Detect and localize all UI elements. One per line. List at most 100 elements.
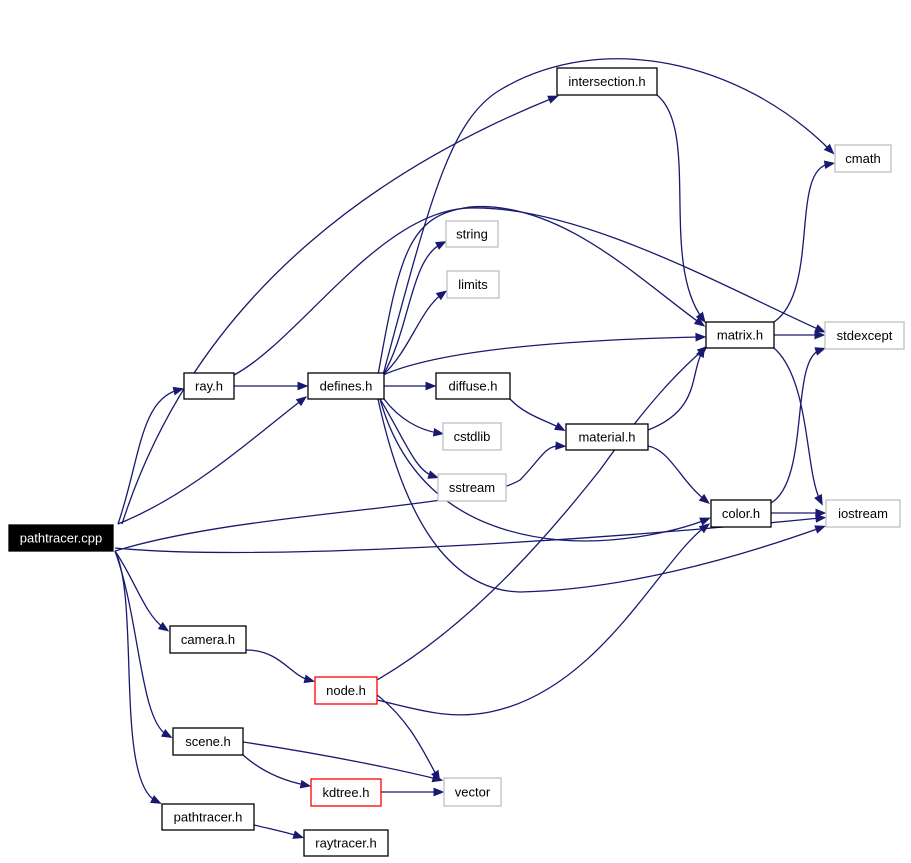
edge-line	[382, 58, 831, 376]
arrowhead	[695, 332, 707, 342]
edge-pathtracer-cpp-to-ray-h	[117, 386, 185, 525]
edge-ray-h-to-stdexcept	[233, 207, 826, 376]
edge-line	[117, 389, 179, 525]
edge-line	[121, 97, 554, 525]
node-material-h[interactable]: material.h	[565, 423, 649, 451]
edge-line	[114, 550, 165, 629]
node-matrix-h[interactable]: matrix.h	[705, 321, 775, 349]
node-label: sstream	[449, 480, 495, 495]
arrowhead	[172, 386, 185, 396]
node-sstream[interactable]: sstream	[437, 473, 507, 502]
arrowhead	[814, 525, 826, 534]
node-label: intersection.h	[568, 74, 645, 89]
node-scene-h[interactable]: scene.h	[172, 727, 244, 756]
arrowhead	[815, 508, 827, 518]
node-box	[161, 803, 255, 831]
arrowhead	[814, 347, 826, 356]
arrowhead	[431, 773, 444, 783]
edge-line	[376, 526, 706, 716]
node-intersection-h[interactable]: intersection.h	[556, 67, 658, 96]
node-box	[556, 67, 658, 96]
node-label: raytracer.h	[315, 836, 376, 851]
node-cstdlib[interactable]: cstdlib	[442, 422, 502, 451]
node-label: material.h	[578, 430, 635, 445]
edge-scene-h-to-vector	[242, 741, 444, 783]
edge-material-h-to-matrix-h	[647, 346, 705, 431]
arrowhead	[157, 621, 170, 632]
node-box	[710, 499, 772, 528]
node-raytracer-h[interactable]: raytracer.h	[303, 829, 389, 857]
node-diffuse-h[interactable]: diffuse.h	[435, 372, 511, 400]
node-node-h[interactable]: node.h	[314, 676, 378, 705]
node-box	[442, 422, 502, 451]
edge-intersection-h-to-cmath	[382, 58, 835, 376]
node-box	[445, 220, 499, 248]
edge-defines-h-to-cstdlib	[383, 398, 445, 437]
edge-matrix-h-to-cmath	[773, 160, 836, 323]
node-label: stdexcept	[837, 328, 893, 343]
edge-color-h-to-iostream	[771, 508, 827, 518]
node-pathtracer-h[interactable]: pathtracer.h	[161, 803, 255, 831]
arrowhead	[695, 311, 706, 324]
node-label: scene.h	[185, 734, 231, 749]
node-string[interactable]: string	[445, 220, 499, 248]
node-label: kdtree.h	[323, 785, 370, 800]
edge-line	[656, 94, 703, 319]
edge-camera-h-to-node-h	[245, 649, 316, 684]
edge-defines-h-to-intersection-h	[377, 205, 706, 376]
node-box	[310, 778, 382, 807]
edge-defines-h-to-color-h	[379, 398, 711, 542]
node-stdexcept[interactable]: stdexcept	[824, 321, 905, 350]
node-kdtree-h[interactable]: kdtree.h	[310, 778, 382, 807]
edge-defines-h-to-diffuse-h	[384, 381, 437, 391]
edge-line	[376, 349, 704, 681]
node-defines-h[interactable]: defines.h	[307, 372, 385, 400]
nodes-layer: pathtracer.cpp ray.h defines.h intersection…	[8, 67, 905, 857]
node-box	[825, 499, 901, 528]
node-box	[172, 727, 244, 756]
edge-line	[379, 398, 706, 542]
node-label: pathtracer.cpp	[20, 531, 102, 546]
edge-color-h-to-stdexcept	[770, 347, 826, 504]
node-vector[interactable]: vector	[443, 777, 502, 807]
arrowhead	[433, 787, 445, 797]
arrowhead	[432, 427, 445, 437]
node-label: iostream	[838, 506, 888, 521]
node-pathtracer-cpp[interactable]: pathtracer.cpp	[8, 524, 114, 552]
edge-line	[382, 336, 701, 376]
edge-line	[647, 351, 703, 431]
node-limits[interactable]: limits	[446, 270, 500, 299]
edge-scene-h-to-kdtree-h	[242, 754, 312, 789]
edge-line	[379, 398, 434, 477]
arrowhead	[435, 241, 447, 250]
edge-line	[253, 824, 299, 837]
edge-line	[242, 741, 438, 780]
arrowhead	[814, 330, 826, 340]
node-cmath[interactable]: cmath	[834, 144, 892, 173]
node-camera-h[interactable]: camera.h	[169, 625, 247, 654]
arrowhead	[427, 470, 439, 479]
node-box	[834, 144, 892, 173]
edge-line	[233, 207, 821, 376]
arrowhead	[693, 316, 706, 327]
edge-line	[647, 445, 706, 501]
node-label: ray.h	[195, 379, 223, 394]
node-box	[443, 777, 502, 807]
arrowhead	[299, 779, 312, 789]
node-label: limits	[458, 277, 488, 292]
node-iostream[interactable]: iostream	[825, 499, 901, 528]
arrowhead	[699, 517, 711, 526]
edge-line	[773, 163, 830, 323]
edge-kdtree-h-to-vector	[381, 787, 445, 797]
node-box	[824, 321, 905, 350]
arrowhead	[696, 345, 708, 357]
edge-defines-h-to-sstream	[379, 398, 439, 479]
node-ray-h[interactable]: ray.h	[183, 372, 235, 400]
edge-line	[377, 398, 821, 593]
node-label: string	[456, 227, 488, 242]
arrowhead	[823, 160, 836, 170]
node-box	[314, 676, 378, 705]
node-color-h[interactable]: color.h	[710, 499, 772, 528]
node-box	[437, 473, 507, 502]
edge-line	[773, 347, 821, 501]
